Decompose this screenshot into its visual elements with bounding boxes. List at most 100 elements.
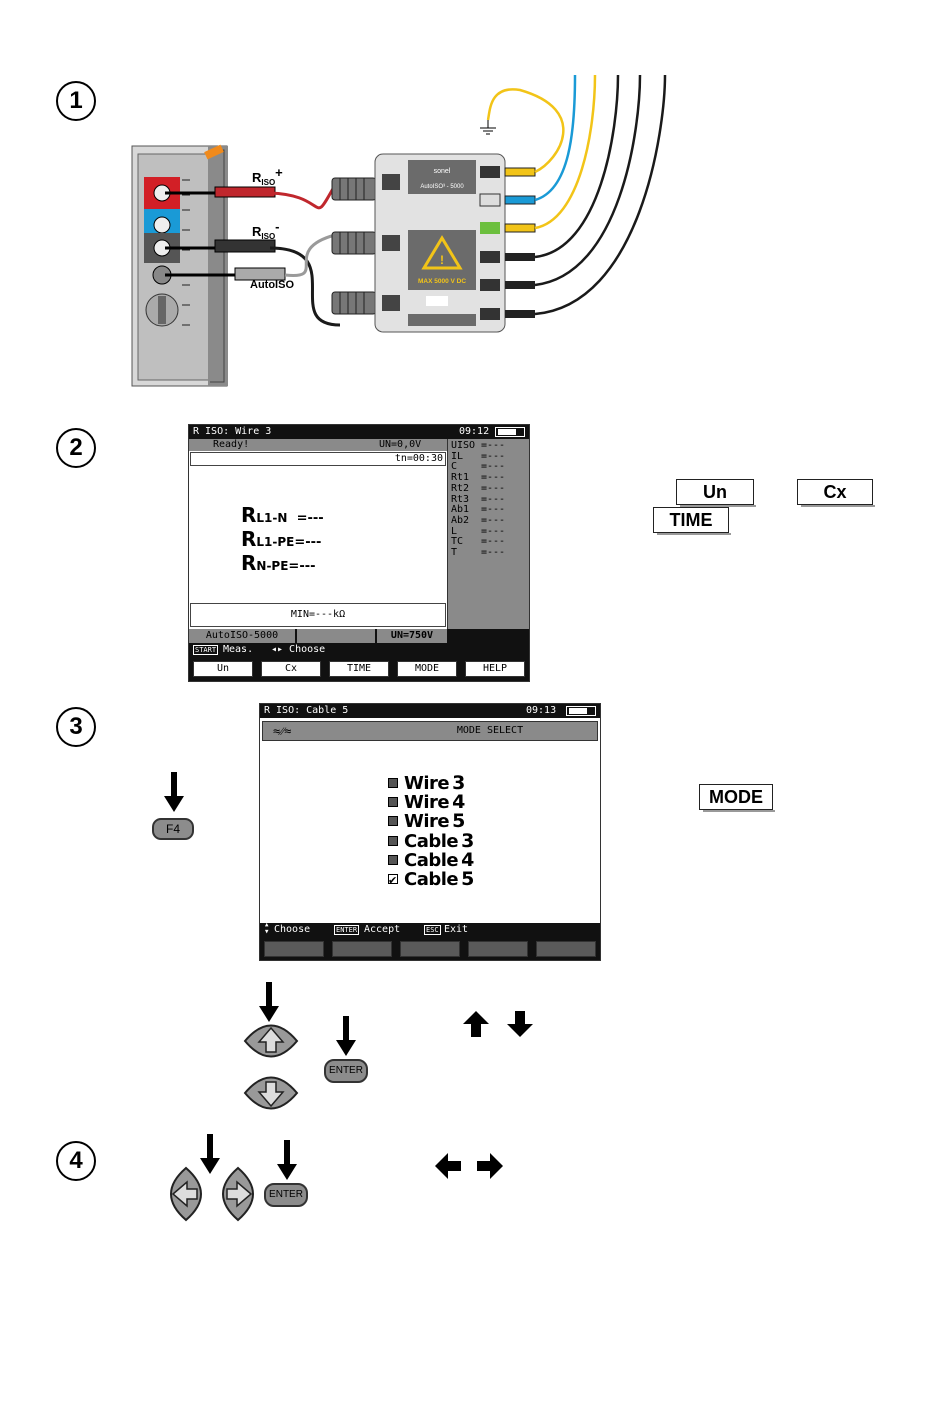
f4-key-label: F4 bbox=[165, 822, 180, 836]
right-arrow-icon bbox=[477, 1153, 503, 1179]
checkbox-checked-icon[interactable] bbox=[388, 871, 398, 890]
enter-key-label: ENTER bbox=[269, 1189, 303, 1200]
mode-option-number: 3 bbox=[452, 772, 465, 794]
side-param-value: =--- bbox=[481, 514, 506, 526]
mode-option-label: Cable bbox=[404, 868, 459, 890]
side-param-name: L bbox=[451, 525, 458, 537]
hint-accept: Accept bbox=[364, 924, 401, 935]
fkey-3[interactable] bbox=[400, 941, 460, 957]
enter-key[interactable]: ENTER bbox=[324, 1059, 368, 1083]
side-param-name: TC bbox=[451, 536, 464, 548]
mode-row: AutoISO-5000 UN=750V bbox=[189, 629, 529, 643]
screen2-status-row: Ready! UN=0,0V bbox=[189, 439, 447, 451]
mode-option-label: Wire bbox=[404, 792, 450, 814]
right-key-icon[interactable] bbox=[218, 1166, 258, 1222]
fkey-cx[interactable]: Cx bbox=[261, 661, 321, 677]
meter-leads bbox=[165, 184, 341, 327]
start-key-icon: START bbox=[193, 645, 219, 655]
min-box: MIN=---kΩ bbox=[190, 603, 446, 627]
mode-option-number: 3 bbox=[461, 829, 474, 852]
un-value: UN=0,0V bbox=[379, 439, 422, 450]
riso-minus-label: RISO- bbox=[252, 219, 280, 241]
mode-label-box: MODE bbox=[699, 784, 775, 812]
side-param-row: Ab1=--- bbox=[451, 504, 529, 516]
screen3-header-title: MODE SELECT bbox=[456, 725, 524, 736]
side-param-name: Ab1 bbox=[451, 504, 470, 516]
checkbox-icon[interactable] bbox=[388, 816, 398, 827]
side-param-row: T=--- bbox=[451, 547, 529, 559]
meter-body bbox=[131, 144, 228, 387]
hint-start: Meas. bbox=[223, 644, 254, 655]
side-param-name: IL bbox=[451, 450, 464, 462]
mode-option-label: Cable bbox=[404, 830, 459, 852]
esc-key-icon: ESC bbox=[424, 925, 441, 935]
down-arrow-icon bbox=[507, 1011, 533, 1037]
up-key-icon[interactable] bbox=[243, 1020, 299, 1062]
un-label-box: Un bbox=[676, 479, 756, 507]
down-key-icon[interactable] bbox=[243, 1072, 299, 1114]
side-param-name: Rt1 bbox=[451, 472, 470, 484]
mode-option-label: Wire bbox=[404, 773, 450, 794]
side-param-name: Ab2 bbox=[451, 514, 470, 526]
fkey-time[interactable]: TIME bbox=[329, 661, 389, 677]
min-text: MIN=---kΩ bbox=[290, 609, 346, 620]
side-param-row: Rt3=--- bbox=[451, 494, 529, 506]
enter-key[interactable]: ENTER bbox=[264, 1183, 308, 1207]
step-1-marker: 1 bbox=[56, 81, 96, 121]
hint-choose3: Choose bbox=[274, 924, 311, 935]
side-param-value: =--- bbox=[481, 472, 506, 484]
mode-select-screen: R ISO: Cable 5 09:13 ≈⁄⁄≈ MODE SELECT Wi… bbox=[259, 703, 601, 961]
fkey-un[interactable]: Un bbox=[193, 661, 253, 677]
box-title: AutoISO³ - 5000 bbox=[420, 184, 464, 190]
result-1: RL1-N =--- bbox=[241, 503, 324, 527]
box-warning: MAX 5000 V DC bbox=[418, 278, 466, 285]
checkbox-icon[interactable] bbox=[388, 778, 398, 788]
side-param-name: C bbox=[451, 461, 458, 473]
enter-key-label: ENTER bbox=[329, 1065, 363, 1076]
checkbox-icon[interactable] bbox=[388, 797, 398, 808]
f4-key[interactable]: F4 bbox=[152, 818, 194, 840]
fkey-2[interactable] bbox=[332, 941, 392, 957]
results-area: RL1-N =--- RL1-PE=--- RN-PE=--- bbox=[241, 503, 324, 575]
fkey-help[interactable]: HELP bbox=[465, 661, 525, 677]
fkey-mode[interactable]: MODE bbox=[397, 661, 457, 677]
autoiso-label: AutoISO bbox=[250, 279, 294, 291]
press-arrow-icon bbox=[277, 1140, 297, 1180]
step-2-marker: 2 bbox=[56, 428, 96, 468]
screen3-time: 09:13 bbox=[526, 705, 557, 716]
side-param-row: Rt1 =--- bbox=[451, 472, 529, 484]
mode-option-number: 5 bbox=[461, 867, 474, 890]
screen2-title: R ISO: Wire 3 bbox=[193, 426, 272, 437]
checkbox-icon[interactable] bbox=[388, 854, 398, 865]
side-param-value: =--- bbox=[481, 547, 506, 559]
mode-options: Wire3Wire4Wire5Cable3Cable4Cable5 bbox=[388, 774, 474, 890]
result-2: RL1-PE=--- bbox=[241, 527, 322, 551]
cx-label-box: Cx bbox=[797, 479, 875, 507]
fkey-4[interactable] bbox=[468, 941, 528, 957]
left-key-icon[interactable] bbox=[166, 1166, 206, 1222]
autoiso-adapter: sonel AutoISO³ - 5000 ! MAX 5000 V DC bbox=[374, 153, 506, 333]
step-4-marker: 4 bbox=[56, 1141, 96, 1181]
fkey-5[interactable] bbox=[536, 941, 596, 957]
time-label-box: TIME bbox=[653, 507, 731, 535]
side-param-row: TC=--- bbox=[451, 536, 529, 548]
checkbox-icon[interactable] bbox=[388, 835, 398, 846]
battery-icon bbox=[495, 427, 525, 437]
screen2-title-bar: R ISO: Wire 3 09:12 bbox=[189, 425, 529, 439]
side-param-value: =--- bbox=[481, 440, 506, 451]
screen2-fkey-row: Un Cx TIME MODE HELP bbox=[189, 657, 529, 681]
mode-option-number: 4 bbox=[452, 791, 465, 814]
screen3-title: R ISO: Cable 5 bbox=[264, 705, 349, 716]
side-param-name: UISO bbox=[451, 440, 476, 451]
svg-text:!: ! bbox=[440, 253, 444, 267]
fkey-1[interactable] bbox=[264, 941, 324, 957]
battery-icon bbox=[566, 706, 596, 716]
tn-value: tn=00:30 bbox=[394, 453, 443, 464]
side-param-row: UISO =--- bbox=[451, 440, 529, 452]
